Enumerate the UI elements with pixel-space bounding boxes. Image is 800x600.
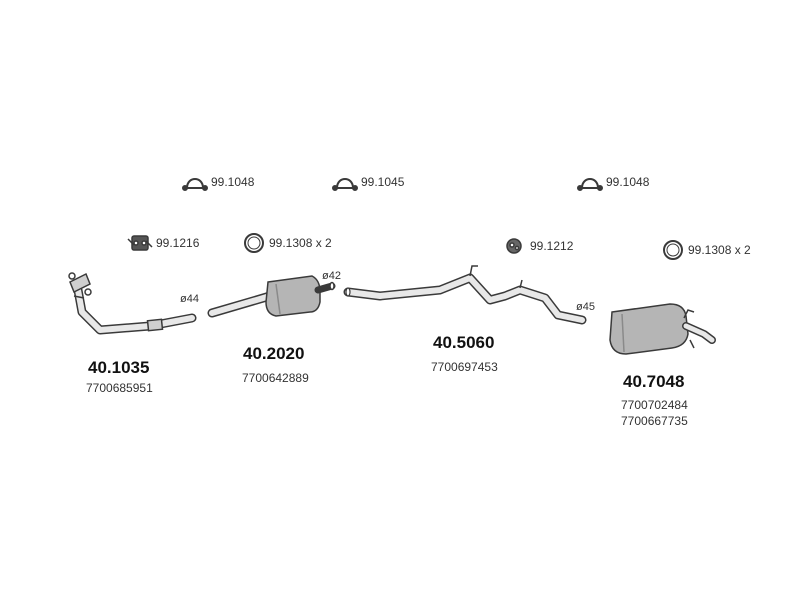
part-number: 40.5060 <box>433 333 495 352</box>
rubber-mount-icon <box>506 238 522 254</box>
gasket-ring-icon <box>244 233 264 253</box>
intermediate-silencer-drawing <box>207 275 336 318</box>
rubber-mount-label: 99.1212 <box>530 239 574 253</box>
clamp-label: 99.1048 <box>606 175 650 189</box>
oem-number: 7700667735 <box>621 414 688 428</box>
clamp-icon <box>332 178 358 191</box>
oem-number: 7700685951 <box>86 381 153 395</box>
rubber-mount-label: 99.1216 <box>156 236 200 250</box>
oem-number: 7700642889 <box>242 371 309 385</box>
diameter-label: ø44 <box>180 293 199 305</box>
clamp-label: 99.1045 <box>361 175 405 189</box>
oem-number: 7700702484 <box>621 398 688 412</box>
gasket-label: 99.1308 x 2 <box>269 236 332 250</box>
clamp-icon <box>182 178 208 191</box>
part-number: 40.7048 <box>623 372 685 391</box>
part-number: 40.2020 <box>243 344 305 363</box>
clamp-icon <box>577 178 603 191</box>
rear-silencer-drawing <box>609 303 716 355</box>
diameter-label: ø42 <box>322 270 341 282</box>
diameter-label: ø45 <box>576 301 595 313</box>
part-number: 40.1035 <box>88 358 150 377</box>
front-pipe-drawing <box>68 272 197 335</box>
clamp-label: 99.1048 <box>211 175 255 189</box>
gasket-ring-icon <box>663 240 683 260</box>
rubber-mount-icon <box>127 235 153 251</box>
gasket-label: 99.1308 x 2 <box>688 243 751 257</box>
middle-pipe-drawing <box>343 265 587 325</box>
oem-number: 7700697453 <box>431 360 498 374</box>
